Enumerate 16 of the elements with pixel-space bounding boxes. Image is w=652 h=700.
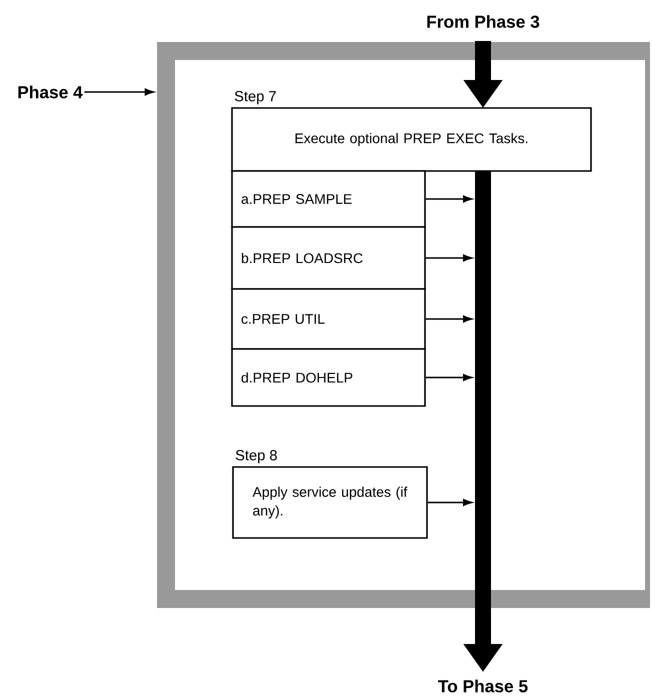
step-box: c.PREP UTIL — [231, 288, 426, 350]
phase-label: Phase 4 — [18, 86, 83, 98]
step-box: a.PREP SAMPLE — [231, 170, 426, 228]
step-heading: Step 7 — [234, 91, 276, 104]
arrow — [426, 316, 472, 322]
arrow — [84, 88, 154, 96]
step-heading: Step 8 — [236, 450, 277, 464]
arrow — [428, 499, 472, 506]
arrow — [426, 196, 472, 202]
phase-label: From Phase 3 — [427, 15, 540, 28]
arrow — [426, 254, 472, 262]
phase-label: To Phase 5 — [438, 680, 528, 692]
step-box: Apply service updates (if any). — [232, 466, 428, 539]
step-box: d.PREP DOHELP — [231, 348, 426, 407]
step-box: b.PREP LOADSRC — [231, 226, 426, 290]
arrow — [426, 374, 472, 381]
